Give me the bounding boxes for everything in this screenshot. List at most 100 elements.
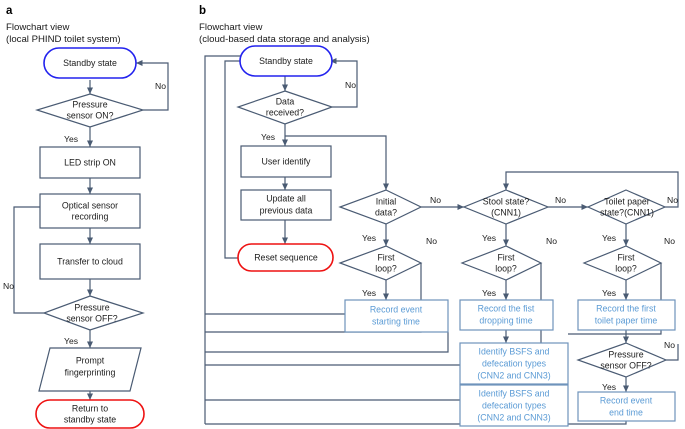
node-a-pressure-on[interactable]: Pressure sensor ON? <box>34 93 146 128</box>
node-b-record-first-paper[interactable]: Record the first toilet paper time <box>577 299 676 331</box>
panel-a-caption-line2: (local PHIND toilet system) <box>6 34 121 45</box>
edge-label-b-no-loop3: No <box>664 236 675 246</box>
panel-b-connectors <box>204 52 679 425</box>
node-b-data-received-label-2: received? <box>266 107 304 117</box>
edge-label-b-yes-paper: Yes <box>602 233 616 243</box>
node-b-first-loop-1-label-2: loop? <box>375 263 397 273</box>
node-b-record-first-dropping-label-2: dropping time <box>479 315 532 325</box>
node-b-record-event-start-label-2: starting time <box>372 316 420 326</box>
node-b-identify-bsfs-2-label-2: defecation types <box>482 400 547 410</box>
node-b-update-all-label-2: previous data <box>260 205 313 215</box>
node-b-stool-state[interactable]: Stool state? (CNN1) <box>462 189 550 225</box>
node-b-record-first-dropping[interactable]: Record the fist dropping time <box>459 299 554 331</box>
panel-b: b Flowchart view (cloud-based data stora… <box>199 5 679 427</box>
node-a-transfer[interactable]: Transfer to cloud <box>39 243 141 280</box>
node-b-record-event-start-label-1: Record event <box>370 304 423 314</box>
node-b-identify-bsfs-1-label-3: (CNN2 and CNN3) <box>477 370 550 380</box>
node-a-return-label-2: standby state <box>64 414 116 424</box>
edge-label-b-no-recv: No <box>345 80 356 90</box>
node-b-toilet-paper-state-label-1: Toilet paper <box>604 196 650 206</box>
node-b-reset-sequence[interactable]: Reset sequence <box>237 243 334 272</box>
node-b-record-first-dropping-label-1: Record the fist <box>478 303 535 313</box>
edge-label-a-yes-2: Yes <box>64 336 78 346</box>
node-b-identify-bsfs-1[interactable]: Identify BSFS and defecation types (CNN2… <box>459 342 569 385</box>
edge-label-b-no-initial: No <box>430 195 441 205</box>
node-b-update-all-label-1: Update all <box>266 193 306 203</box>
node-b-record-event-end[interactable]: Record event end time <box>577 391 676 422</box>
edge-label-b-yes-loop2: Yes <box>482 288 496 298</box>
node-b-first-loop-1[interactable]: First loop? <box>338 245 423 281</box>
edge-label-a-yes-1: Yes <box>64 134 78 144</box>
node-a-prompt-label-2: fingerprinting <box>65 367 116 377</box>
node-b-identify-bsfs-2[interactable]: Identify BSFS and defecation types (CNN2… <box>459 384 569 427</box>
edge-label-b-no-loop1: No <box>426 236 437 246</box>
node-b-user-identify-label: User identify <box>262 156 311 166</box>
node-b-identify-bsfs-1-label-2: defecation types <box>482 358 547 368</box>
edge-label-a-no-1: No <box>155 81 166 91</box>
node-b-first-loop-2[interactable]: First loop? <box>460 245 543 281</box>
node-a-optical[interactable]: Optical sensor recording <box>39 193 141 229</box>
node-b-first-loop-1-label-1: First <box>377 252 395 262</box>
node-b-first-loop-3-label-2: loop? <box>615 263 637 273</box>
node-b-first-loop-2-label-2: loop? <box>495 263 517 273</box>
node-b-data-received[interactable]: Data received? <box>236 90 334 125</box>
node-b-identify-bsfs-1-label-1: Identify BSFS and <box>479 346 550 356</box>
edge-label-b-no-paper: No <box>667 195 678 205</box>
panel-a-caption-line1: Flowchart view <box>6 22 70 33</box>
node-b-stool-state-label-2: (CNN1) <box>491 207 521 217</box>
node-b-user-identify[interactable]: User identify <box>240 145 332 178</box>
node-b-initial-data[interactable]: Initial data? <box>338 189 423 225</box>
node-b-first-loop-2-label-1: First <box>497 252 515 262</box>
edge-label-b-no-stool: No <box>555 195 566 205</box>
node-b-initial-data-label-1: Initial <box>376 196 397 206</box>
edge-label-b-yes-poff: Yes <box>602 382 616 392</box>
node-a-led[interactable]: LED strip ON <box>39 146 141 179</box>
node-b-initial-data-label-2: data? <box>375 207 397 217</box>
node-b-toilet-paper-state-label-2: state?(CNN1) <box>600 207 654 217</box>
panel-b-letter: b <box>199 5 206 17</box>
node-b-record-first-paper-label-2: toilet paper time <box>595 315 658 325</box>
node-a-pressure-off[interactable]: Pressure sensor OFF? <box>42 295 145 331</box>
node-b-pressure-off-label-1: Pressure <box>608 349 643 359</box>
node-b-record-event-end-label-2: end time <box>609 407 643 417</box>
node-b-identify-bsfs-2-label-3: (CNN2 and CNN3) <box>477 412 550 422</box>
edge-label-b-yes-loop1: Yes <box>362 288 376 298</box>
node-a-pressure-off-label-2: sensor OFF? <box>66 313 117 323</box>
node-b-toilet-paper-state[interactable]: Toilet paper state?(CNN1) <box>586 189 667 225</box>
node-b-first-loop-3[interactable]: First loop? <box>582 245 663 281</box>
node-b-standby-label: Standby state <box>259 56 313 66</box>
node-a-pressure-on-label-1: Pressure <box>72 99 107 109</box>
edge-label-a-no-2: No <box>3 281 14 291</box>
node-b-standby[interactable]: Standby state <box>239 45 333 77</box>
node-b-record-first-paper-label-1: Record the first <box>596 303 656 313</box>
node-a-return[interactable]: Return to standby state <box>35 399 145 429</box>
edge-label-b-yes-recv: Yes <box>261 132 275 142</box>
node-a-optical-label-1: Optical sensor <box>62 200 118 210</box>
node-b-pressure-off[interactable]: Pressure sensor OFF? <box>576 342 668 378</box>
edge-label-b-no-poff: No <box>664 340 675 350</box>
node-a-standby-label: Standby state <box>63 58 117 68</box>
node-b-first-loop-3-label-1: First <box>617 252 635 262</box>
node-a-pressure-off-label-1: Pressure <box>74 302 109 312</box>
node-a-led-label: LED strip ON <box>64 157 116 167</box>
edge-label-b-yes-initial: Yes <box>362 233 376 243</box>
node-b-identify-bsfs-2-label-1: Identify BSFS and <box>479 388 550 398</box>
node-a-prompt-label-1: Prompt <box>76 355 105 365</box>
edge-label-b-yes-loop3: Yes <box>602 288 616 298</box>
node-a-return-label-1: Return to <box>72 403 108 413</box>
edge-label-b-yes-stool: Yes <box>482 233 496 243</box>
node-b-stool-state-label-1: Stool state? <box>483 196 530 206</box>
node-b-record-event-end-label-1: Record event <box>600 395 653 405</box>
node-a-standby[interactable]: Standby state <box>43 47 137 79</box>
node-b-reset-sequence-label: Reset sequence <box>254 252 318 262</box>
panel-b-caption-line1: Flowchart view <box>199 22 263 33</box>
node-b-update-all[interactable]: Update all previous data <box>240 189 332 221</box>
panel-a-letter: a <box>6 5 13 17</box>
panel-a: a Flowchart view (local PHIND toilet sys… <box>3 5 169 429</box>
node-b-record-event-start[interactable]: Record event starting time <box>344 299 449 333</box>
node-b-pressure-off-label-2: sensor OFF? <box>600 360 651 370</box>
node-a-transfer-label: Transfer to cloud <box>57 256 123 266</box>
node-a-optical-label-2: recording <box>72 211 109 221</box>
node-a-prompt[interactable]: Prompt fingerprinting <box>38 347 142 392</box>
